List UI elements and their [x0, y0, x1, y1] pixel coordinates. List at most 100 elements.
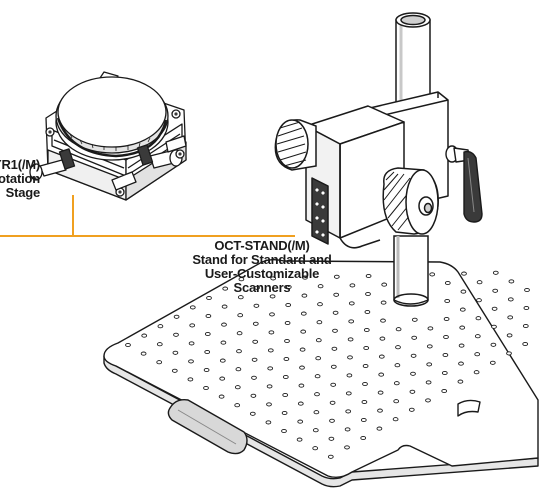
breadboard-hole	[281, 428, 287, 434]
breadboard-hole	[376, 426, 383, 431]
breadboard-hole	[249, 411, 256, 416]
breadboard-hole	[156, 360, 163, 365]
breadboard-hole	[360, 417, 367, 423]
breadboard-hole	[458, 343, 465, 348]
stand-callout-line-1: OCT-STAND(/M)	[214, 238, 310, 253]
breadboard-hole	[507, 297, 514, 302]
breadboard-hole	[285, 284, 292, 290]
breadboard-hole	[219, 358, 226, 363]
locking-lever-icon	[445, 145, 483, 223]
breadboard-hole	[380, 300, 387, 305]
breadboard-hole	[444, 298, 451, 304]
breadboard-hole	[392, 417, 399, 422]
breadboard-hole	[265, 420, 272, 425]
breadboard-hole	[332, 310, 339, 315]
breadboard-hole	[220, 340, 227, 345]
breadboard-hole	[267, 348, 274, 353]
breadboard-hole	[328, 436, 335, 441]
breadboard-hole	[489, 360, 496, 365]
left-adjustment-knob	[274, 119, 317, 171]
stage-micrometer-left	[29, 148, 76, 181]
breadboard-hole	[443, 316, 450, 322]
breadboard-hole	[251, 375, 257, 380]
breadboard-hole	[221, 322, 227, 327]
breadboard-hole	[285, 302, 292, 308]
breadboard-hole	[379, 336, 386, 341]
breadboard-hole	[410, 371, 416, 376]
knob-icon	[274, 119, 439, 235]
breadboard-hole	[237, 295, 244, 300]
breadboard-hole	[204, 349, 211, 355]
breadboard-hole	[172, 350, 179, 355]
breadboard-hole	[301, 293, 308, 298]
breadboard-hole	[312, 428, 319, 433]
breadboard-hole	[269, 294, 276, 299]
breadboard-hole	[378, 372, 385, 377]
stage-callout-line-1: OCT-XYR1(/M)	[0, 158, 40, 172]
breadboard-hole	[378, 354, 385, 359]
breadboard-hole	[267, 366, 274, 371]
breadboard-hole	[393, 381, 400, 386]
breadboard-hole	[492, 288, 499, 293]
breadboard-hole	[218, 394, 225, 399]
breadboard-hole	[299, 347, 306, 352]
stand-callout-line-4: Scanners	[233, 280, 291, 295]
breadboard-hole	[409, 389, 416, 394]
breadboard-hole	[361, 399, 368, 405]
breadboard-hole	[327, 454, 334, 459]
breadboard-hole	[317, 302, 323, 307]
breadboard-hole	[188, 341, 195, 346]
breadboard-hole	[238, 277, 245, 282]
rotation-stage-icon	[29, 71, 187, 201]
breadboard-hole	[284, 320, 291, 326]
stand-callout-line-2: Stand for Standard and	[192, 252, 332, 267]
breadboard-hole	[522, 323, 529, 329]
breadboard-hole	[236, 331, 243, 336]
stand-callout: OCT-STAND(/M) Stand for Standard and Use…	[142, 239, 382, 295]
breadboard-hole	[393, 399, 400, 404]
breadboard-hole	[298, 383, 305, 388]
breadboard-hole	[141, 333, 148, 338]
breadboard-hole	[426, 362, 433, 367]
breadboard-hole	[203, 367, 210, 373]
breadboard-hole	[380, 318, 386, 323]
breadboard-hole	[296, 437, 303, 442]
breadboard-hole	[268, 330, 275, 335]
breadboard-hole	[236, 349, 242, 354]
breadboard-hole	[205, 313, 212, 319]
breadboard-hole	[206, 295, 212, 301]
breadboard-hole	[234, 385, 241, 390]
breadboard-hole	[364, 309, 371, 315]
breadboard-hole	[173, 332, 179, 337]
breadboard-hole	[315, 338, 322, 343]
breadboard-hole	[283, 356, 290, 362]
breadboard-hole	[457, 379, 464, 384]
breadboard-hole	[491, 324, 497, 329]
breadboard-hole	[282, 392, 289, 398]
breadboard-hole	[381, 282, 388, 287]
breadboard-hole	[253, 303, 260, 308]
breadboard-hole	[347, 337, 354, 342]
breadboard-hole	[140, 351, 147, 356]
breadboard-hole	[203, 385, 209, 391]
breadboard-hole	[365, 291, 371, 297]
breadboard-hole	[347, 355, 353, 360]
breadboard-hole	[425, 380, 432, 385]
breadboard-hole	[360, 435, 367, 441]
breadboard-hole	[522, 341, 529, 347]
breadboard-hole	[157, 324, 164, 329]
breadboard-hole	[507, 315, 514, 320]
breadboard-hole	[315, 356, 322, 361]
breadboard-hole	[476, 280, 483, 285]
breadboard-hole	[474, 352, 481, 357]
breadboard-hole	[363, 327, 370, 333]
breadboard-hole	[459, 325, 466, 330]
breadboard-hole	[300, 311, 307, 316]
breadboard-hole	[330, 364, 337, 369]
breadboard-hole	[299, 365, 305, 370]
breadboard-hole	[281, 410, 288, 416]
breadboard-hole	[490, 342, 497, 347]
breadboard-hole	[408, 407, 415, 412]
stage-callout-line-3: Stage	[5, 185, 40, 200]
breadboard-hole	[460, 289, 467, 294]
